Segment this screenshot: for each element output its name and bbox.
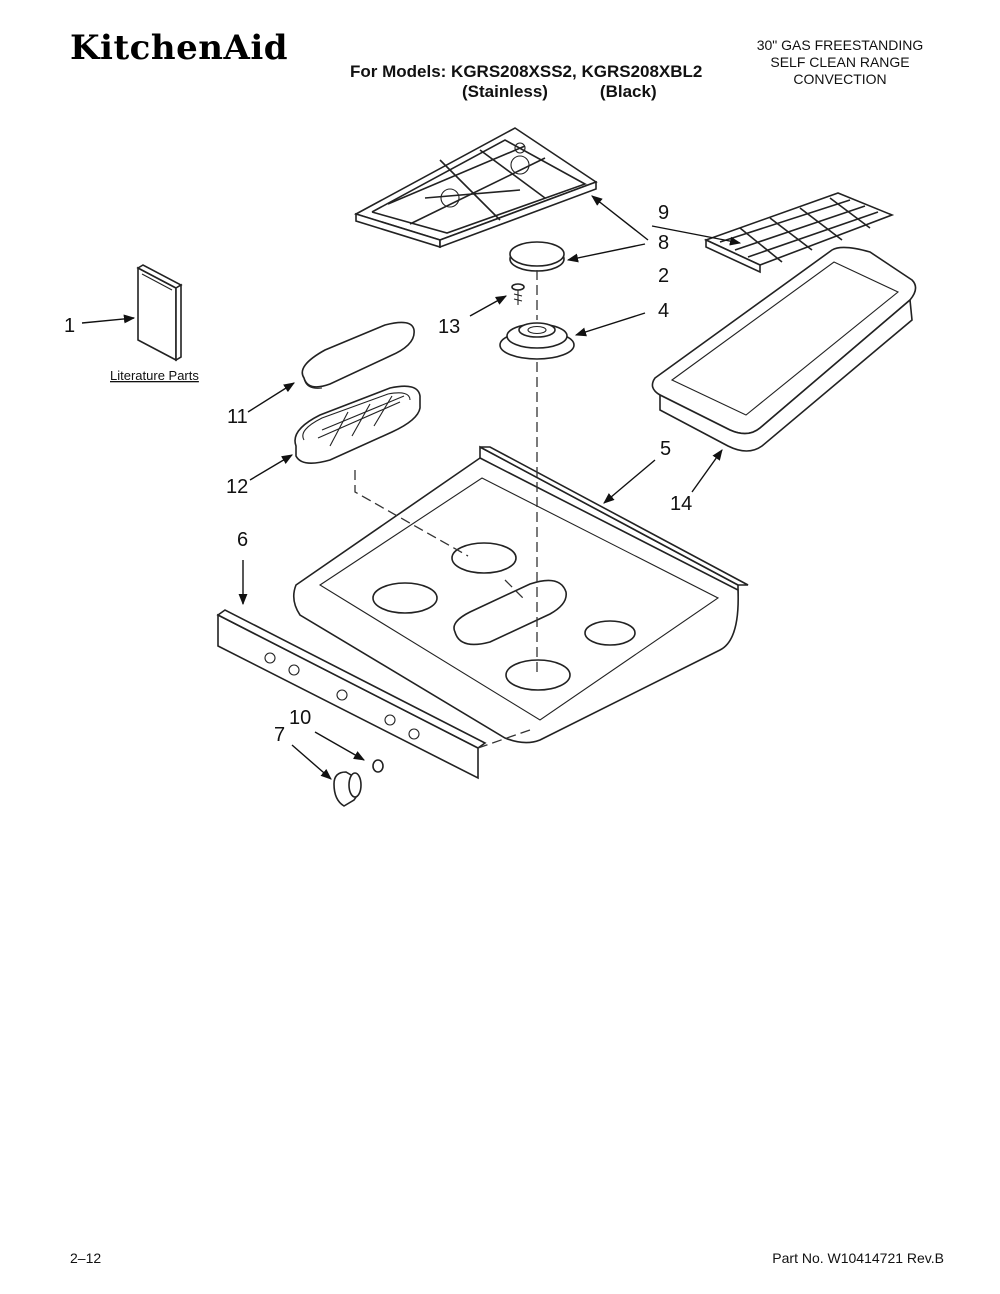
models-line: For Models: KGRS208XSS2, KGRS208XBL2 [350,62,703,81]
callout-9: 9 [658,202,669,224]
brand-logo: KitchenAid [70,28,289,68]
page-number: 2–12 [70,1250,102,1266]
range-line-2: SELF CLEAN RANGE [770,54,910,70]
callout-14: 14 [670,493,692,515]
range-line-1: 30" GAS FREESTANDING [756,37,924,53]
burner-cap [509,241,565,272]
models-finish-line: (Stainless) (Black) [462,82,657,101]
range-description: 30" GAS FREESTANDING SELF CLEAN RANGE CO… [740,37,940,88]
callout-13: 13 [438,316,460,338]
small-grate [703,192,895,274]
griddle [651,246,917,452]
knob-clip [372,759,384,773]
control-knob [333,771,362,807]
literature-parts-label: Literature Parts [110,368,199,383]
range-line-3: CONVECTION [793,71,887,87]
oval-burner [294,385,421,464]
callout-7: 7 [274,724,285,746]
burner-base [499,322,575,360]
oval-burner-cap [301,321,415,389]
callout-11: 11 [227,406,248,428]
callout-12: 12 [226,476,248,498]
callout-8: 8 [658,232,669,254]
callout-2: 2 [658,265,669,287]
callout-10: 10 [289,707,311,729]
burner-grate [353,127,598,249]
screw [511,283,525,305]
cooktop-main-top [292,445,749,744]
assembly-lines [354,270,538,749]
leader-lines [81,195,742,780]
control-panel [216,609,487,780]
callout-6: 6 [237,529,248,551]
model-numbers: For Models: KGRS208XSS2, KGRS208XBL2 (St… [350,62,702,102]
callout-5: 5 [660,438,671,460]
literature-booklet [136,264,183,362]
callout-4: 4 [658,300,669,322]
callout-1: 1 [64,315,75,337]
part-number: Part No. W10414721 Rev.B [772,1250,944,1266]
